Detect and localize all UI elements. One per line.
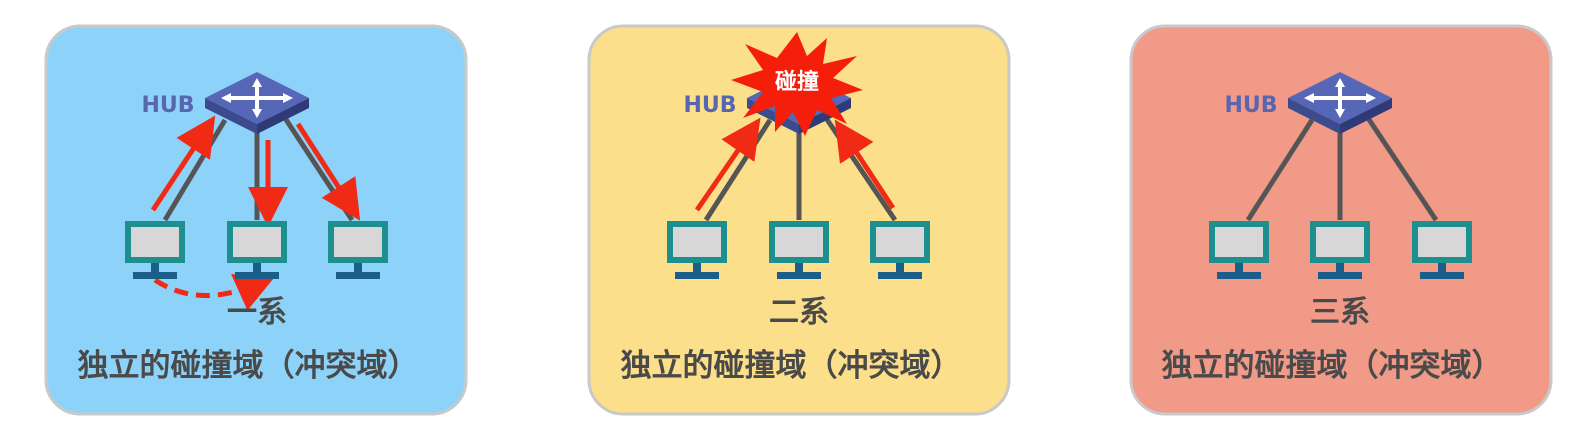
panel-2-arrows xyxy=(694,117,896,212)
panel-3-cables xyxy=(1245,116,1439,222)
monitor-icon xyxy=(227,221,287,279)
arrow-down-right xyxy=(295,122,361,221)
panel-2: 碰撞 HUB 二系 独立的碰撞域（冲突域） xyxy=(587,24,1011,416)
collision-burst-icon xyxy=(731,32,863,136)
monitor-icon xyxy=(667,221,727,279)
cable-right xyxy=(1365,116,1439,222)
collision-domain-label: 独立的碰撞域（冲突域） xyxy=(621,348,962,384)
monitor-icon xyxy=(1310,221,1370,279)
department-label: 二系 xyxy=(769,295,829,330)
monitor-icon xyxy=(1209,221,1269,279)
arrow-dashed-curve xyxy=(153,274,276,311)
department-label: 三系 xyxy=(1310,295,1370,330)
collision-domain-label: 独立的碰撞域（冲突域） xyxy=(1162,348,1503,384)
monitor-icon xyxy=(125,221,185,279)
hub-label: HUB xyxy=(141,93,194,118)
cable-left xyxy=(1245,118,1315,222)
monitor-icon xyxy=(328,221,388,279)
panel-1-arrows xyxy=(150,115,361,311)
monitor-icon xyxy=(870,221,930,279)
panel-3: HUB 三系 独立的碰撞域（冲突域） xyxy=(1129,24,1553,416)
hub-label: HUB xyxy=(1224,93,1277,118)
monitor-icon xyxy=(769,221,829,279)
panel-1: HUB 一系 独立的碰撞域（冲突域） xyxy=(44,24,468,416)
arrow-up-right xyxy=(834,119,896,210)
hub-label: HUB xyxy=(683,93,736,118)
hub-icon xyxy=(1288,72,1392,134)
department-label: 一系 xyxy=(227,295,287,330)
collision-label: 碰撞 xyxy=(775,69,819,95)
arrow-up-left xyxy=(150,115,216,212)
arrow-up-left xyxy=(694,117,761,212)
hub-icon xyxy=(205,72,309,134)
monitor-icon xyxy=(1412,221,1472,279)
collision-domain-label: 独立的碰撞域（冲突域） xyxy=(78,348,419,384)
